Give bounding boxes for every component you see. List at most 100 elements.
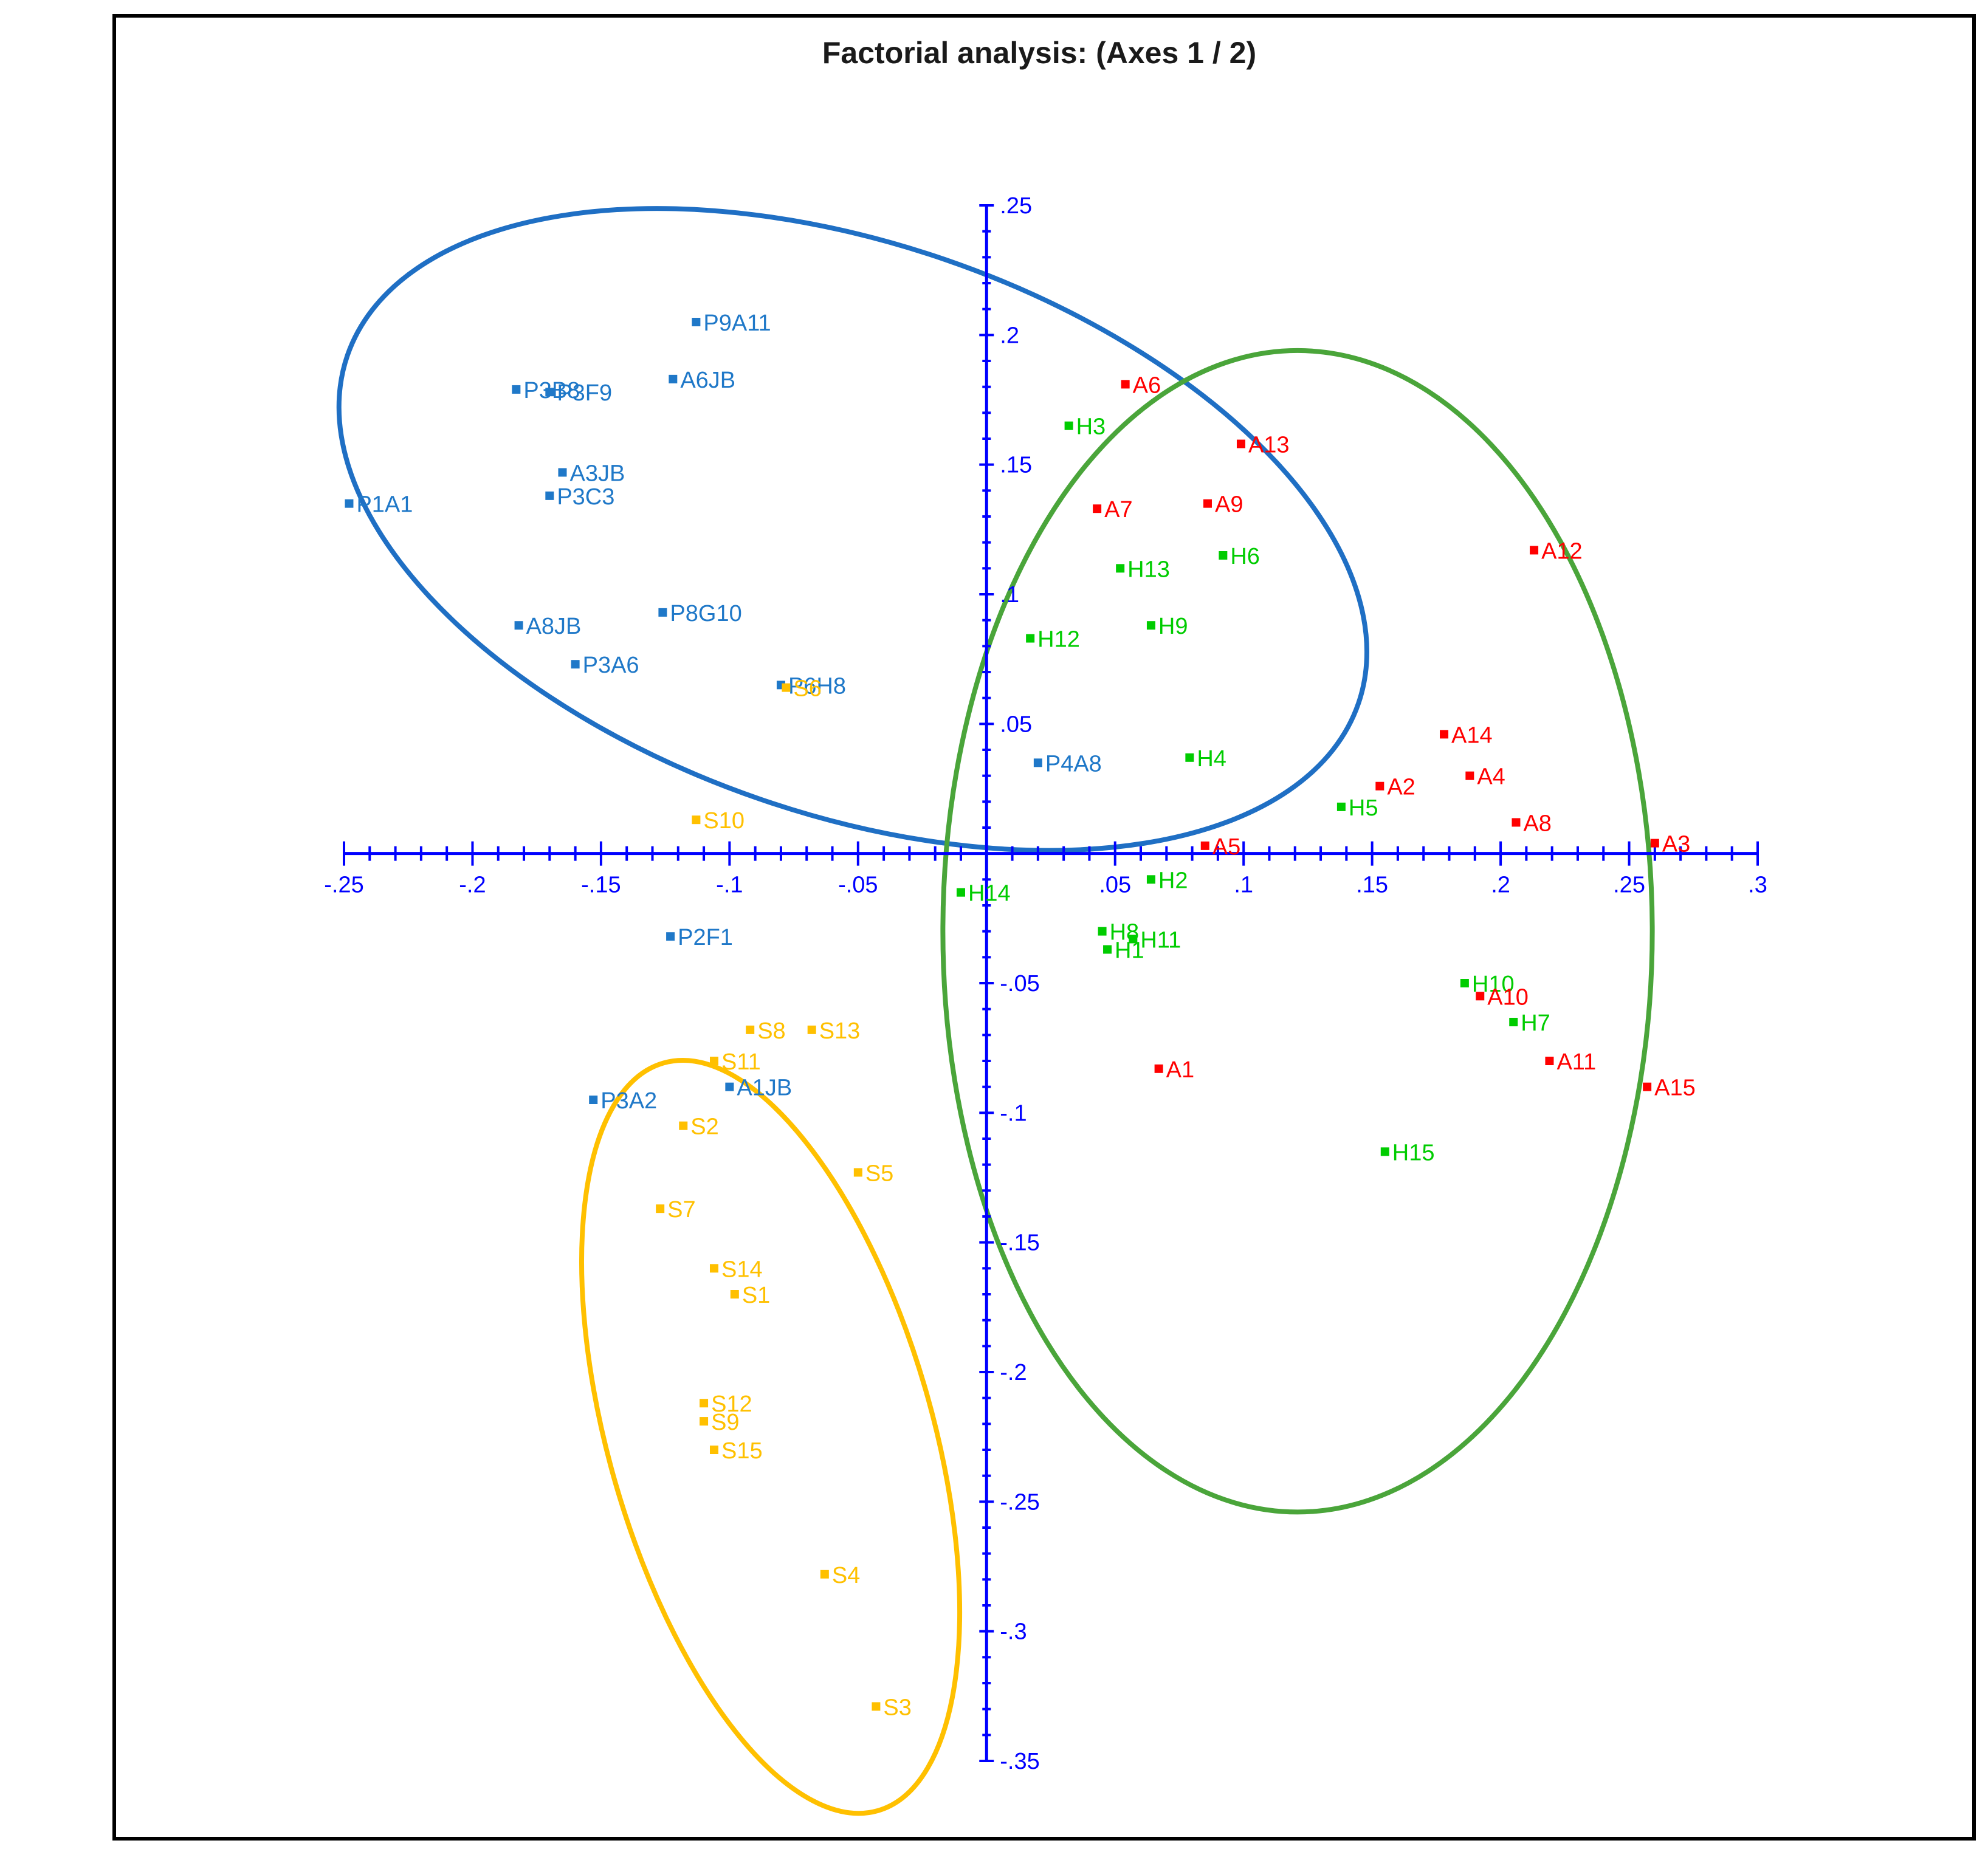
data-point-P3B8 (512, 385, 521, 394)
data-label-P3A2: P3A2 (600, 1088, 657, 1114)
data-point-P4A8 (1033, 758, 1042, 767)
data-point-A14 (1440, 730, 1449, 739)
data-point-H5 (1336, 802, 1346, 811)
data-point-A12 (1530, 546, 1539, 555)
data-label-H9: H9 (1158, 614, 1188, 639)
data-point-A8 (1512, 818, 1521, 827)
data-label-S13: S13 (819, 1018, 861, 1044)
data-point-H6 (1219, 551, 1228, 560)
data-point-H7 (1509, 1018, 1518, 1026)
data-point-A4 (1465, 771, 1474, 780)
data-point-S6 (782, 683, 791, 692)
data-point-S8 (746, 1025, 755, 1034)
data-label-P6H8: P6H8 (788, 673, 846, 699)
data-label-S14: S14 (721, 1257, 763, 1282)
data-point-A1 (1154, 1064, 1163, 1073)
data-label-A7: A7 (1104, 497, 1132, 523)
y-tick-label: -.35 (1000, 1749, 1039, 1774)
x-tick-label: -.15 (581, 873, 621, 898)
x-tick-label: -.05 (838, 873, 878, 898)
data-label-A12: A12 (1541, 538, 1583, 564)
data-label-A13: A13 (1248, 433, 1290, 458)
data-label-A8: A8 (1523, 811, 1551, 836)
data-point-P3A6 (571, 660, 580, 669)
data-point-A3 (1650, 839, 1659, 848)
data-point-H4 (1185, 753, 1194, 762)
data-point-S9 (700, 1417, 709, 1426)
chart-frame (112, 14, 1976, 1841)
chart-title: Factorial analysis: (Axes 1 / 2) (822, 36, 1256, 70)
data-point-S15 (709, 1446, 718, 1454)
x-tick-label: .25 (1613, 873, 1645, 898)
data-point-S1 (730, 1290, 739, 1299)
data-label-P9A11: P9A11 (703, 310, 771, 336)
data-point-S10 (692, 815, 701, 825)
x-tick-label: -.2 (459, 873, 486, 898)
y-tick-label: -.3 (1000, 1619, 1027, 1645)
data-label-A1: A1 (1166, 1057, 1194, 1083)
data-point-P3A2 (589, 1096, 598, 1104)
series-1: P9A11A6JBP3B8P3F9A3JBP3C3P1A1P8G10A8JBP3… (345, 310, 1102, 1114)
data-label-H5: H5 (1349, 795, 1378, 821)
data-point-A1JB (725, 1082, 734, 1091)
data-point-H11 (1129, 935, 1138, 944)
data-point-A9 (1203, 499, 1212, 508)
data-label-S1: S1 (742, 1283, 770, 1308)
data-point-S13 (807, 1025, 816, 1034)
x-tick-label: -.25 (324, 873, 363, 898)
data-point-H12 (1026, 634, 1035, 643)
data-point-H15 (1380, 1147, 1389, 1156)
data-point-H8 (1098, 927, 1107, 936)
data-label-H15: H15 (1392, 1140, 1435, 1165)
data-point-A5 (1200, 841, 1209, 850)
data-label-P4A8: P4A8 (1045, 751, 1102, 777)
data-label-A11: A11 (1556, 1049, 1596, 1075)
y-tick-label: -.15 (1000, 1230, 1039, 1256)
data-label-A6: A6 (1133, 372, 1161, 398)
data-label-A6JB: A6JB (680, 368, 735, 393)
data-point-P2F1 (666, 932, 675, 941)
y-tick-label: .1 (1000, 582, 1019, 608)
x-tick-label: .15 (1356, 873, 1388, 898)
data-label-S6: S6 (793, 676, 821, 702)
y-tick-label: -.25 (1000, 1489, 1039, 1515)
y-tick-label: -.05 (1000, 971, 1039, 997)
data-point-P9A11 (692, 318, 701, 326)
data-point-H2 (1146, 875, 1155, 884)
data-label-S2: S2 (690, 1114, 718, 1140)
data-label-A3JB: A3JB (569, 461, 625, 486)
data-label-H12: H12 (1037, 627, 1080, 653)
data-label-H2: H2 (1158, 868, 1188, 893)
data-point-H10 (1460, 979, 1469, 987)
data-label-S3: S3 (883, 1695, 911, 1720)
data-label-A8JB: A8JB (526, 614, 582, 639)
cluster-ellipse-3 (579, 1058, 963, 1816)
data-label-A14: A14 (1451, 722, 1493, 748)
cluster-ellipses (336, 206, 1655, 1816)
x-tick-label: .1 (1234, 873, 1253, 898)
data-point-P3F9 (545, 388, 554, 397)
data-point-A7 (1093, 504, 1102, 513)
data-label-S7: S7 (667, 1197, 695, 1223)
cluster-ellipse-2 (940, 348, 1655, 1515)
data-point-H3 (1064, 421, 1073, 430)
data-label-A2: A2 (1387, 775, 1415, 800)
data-label-H4: H4 (1197, 746, 1226, 772)
data-label-P2F1: P2F1 (678, 925, 733, 950)
data-label-S11: S11 (721, 1049, 761, 1075)
data-label-S5: S5 (865, 1161, 893, 1186)
x-tick-label: .05 (1099, 873, 1131, 898)
data-label-A5: A5 (1212, 834, 1240, 860)
data-point-A8JB (514, 621, 523, 630)
data-label-A10: A10 (1487, 984, 1529, 1010)
y-tick-label: -.2 (1000, 1360, 1027, 1385)
data-point-S4 (820, 1570, 829, 1579)
data-point-A11 (1545, 1057, 1554, 1065)
axes: -.25-.2-.15-.1-.05.05.1.15.2.25.3.25.2.1… (324, 193, 1767, 1774)
data-label-H13: H13 (1127, 557, 1170, 582)
data-label-H14: H14 (968, 881, 1011, 907)
data-point-A13 (1236, 439, 1245, 448)
data-point-A2 (1375, 781, 1384, 791)
